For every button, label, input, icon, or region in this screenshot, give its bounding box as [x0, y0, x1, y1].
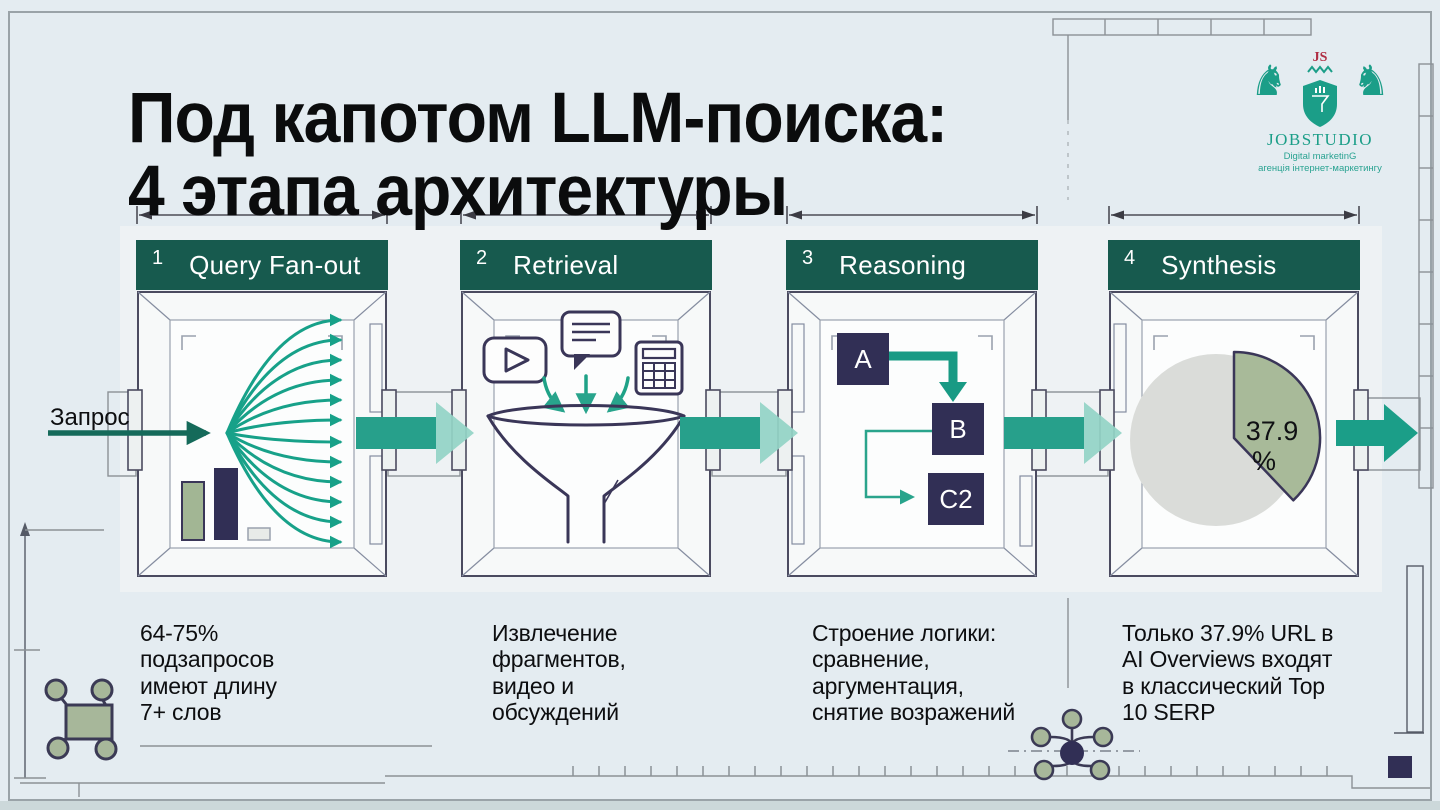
stage-title: Reasoning	[839, 249, 967, 280]
page-title: Под капотом LLM-поиска: 4 этапа архитект…	[128, 78, 948, 231]
logo-monogram: JS	[1312, 50, 1328, 65]
flow-arrow-2	[680, 402, 798, 464]
stage-description-3: Строение логики: сравнение, аргументация…	[812, 620, 1016, 726]
stage-card-retrieval: 2 Retrieval	[451, 240, 721, 578]
dimension-line-4	[1108, 206, 1360, 224]
pie-value: 37.9	[1246, 416, 1299, 446]
pie-slice	[1232, 350, 1322, 502]
node-a-label: A	[854, 344, 872, 374]
horse-left-icon: ♞	[1250, 57, 1288, 104]
video-icon	[482, 336, 548, 384]
dimension-line-2	[460, 206, 712, 224]
stage-description-2: Извлечение фрагментов, видео и обсуждени…	[492, 620, 626, 726]
funnel-icon	[486, 404, 686, 544]
dimension-line-1	[136, 206, 388, 224]
stage-title: Query Fan-out	[189, 249, 361, 280]
bottom-ruler	[20, 745, 1430, 797]
stage-header-2: 2 Retrieval	[460, 240, 712, 290]
dimension-line-3	[786, 206, 1038, 224]
logo-tagline: Digital marketinG	[1283, 151, 1357, 162]
left-dimension	[14, 522, 104, 779]
pie-unit: %	[1252, 446, 1276, 476]
flow-arrow-output	[1336, 404, 1418, 462]
node-c2-box	[928, 473, 984, 525]
logo-subtitle: агенція інтернет-маркетингу	[1258, 163, 1382, 174]
logo-name: JOBSTUDIO	[1266, 130, 1374, 149]
top-wall-band	[1052, 18, 1312, 688]
frame-border	[8, 11, 1432, 801]
horse-right-icon: ♞	[1352, 57, 1390, 104]
query-label: Запрос	[50, 404, 130, 431]
stage-body-2	[451, 290, 721, 578]
quadcopter-icon	[44, 678, 118, 761]
stage-number: 3	[802, 246, 814, 269]
calculator-table-icon	[634, 340, 684, 396]
stage-body-3: A B C2	[777, 290, 1047, 578]
flow-arrow-1	[356, 402, 474, 464]
fanout-arrows-icon	[225, 313, 343, 549]
node-b-label: B	[949, 414, 966, 444]
pie-chart-icon: 37.9 %	[1130, 350, 1322, 526]
stage-card-synthesis: 4 Synthesis	[1099, 240, 1369, 578]
stage-card-reasoning: 3 Reasoning	[777, 240, 1047, 578]
shield-icon	[1302, 65, 1338, 128]
right-wall-band	[1418, 63, 1434, 489]
stage-body-4: 37.9 %	[1099, 290, 1369, 578]
chat-bubble-icon	[560, 310, 622, 370]
node-a-box	[837, 333, 889, 385]
stage-number: 1	[152, 246, 164, 269]
logic-flow-icon: A B C2	[837, 333, 984, 525]
stage-title: Retrieval	[513, 249, 619, 280]
chandelier-icon	[1008, 708, 1140, 781]
node-b-box	[932, 403, 984, 455]
node-c2-label: C2	[939, 484, 972, 514]
stage-header-1: 1 Query Fan-out	[136, 240, 388, 290]
logo-crest: ♞ ♞ JS	[1248, 44, 1392, 128]
stage-description-4: Только 37.9% URL в AI Overviews входят в…	[1122, 620, 1334, 726]
hatched-wall	[1394, 565, 1424, 734]
mini-bar-chart-icon	[181, 468, 271, 541]
plan-solid-square	[1388, 756, 1412, 778]
flow-arrow-3	[1004, 402, 1122, 464]
stage-number: 2	[476, 246, 488, 269]
stage-header-4: 4 Synthesis	[1108, 240, 1360, 290]
bottom-edge-strip	[0, 801, 1440, 810]
jobstudio-logo: ♞ ♞ JS JOBSTUDIO Digital marketinG агенц…	[1248, 44, 1392, 174]
stage-number: 4	[1124, 246, 1136, 269]
stage-header-3: 3 Reasoning	[786, 240, 1038, 290]
stage-title: Synthesis	[1161, 249, 1277, 280]
stage-description-1: 64-75% подзапросов имеют длину 7+ слов	[140, 620, 277, 726]
